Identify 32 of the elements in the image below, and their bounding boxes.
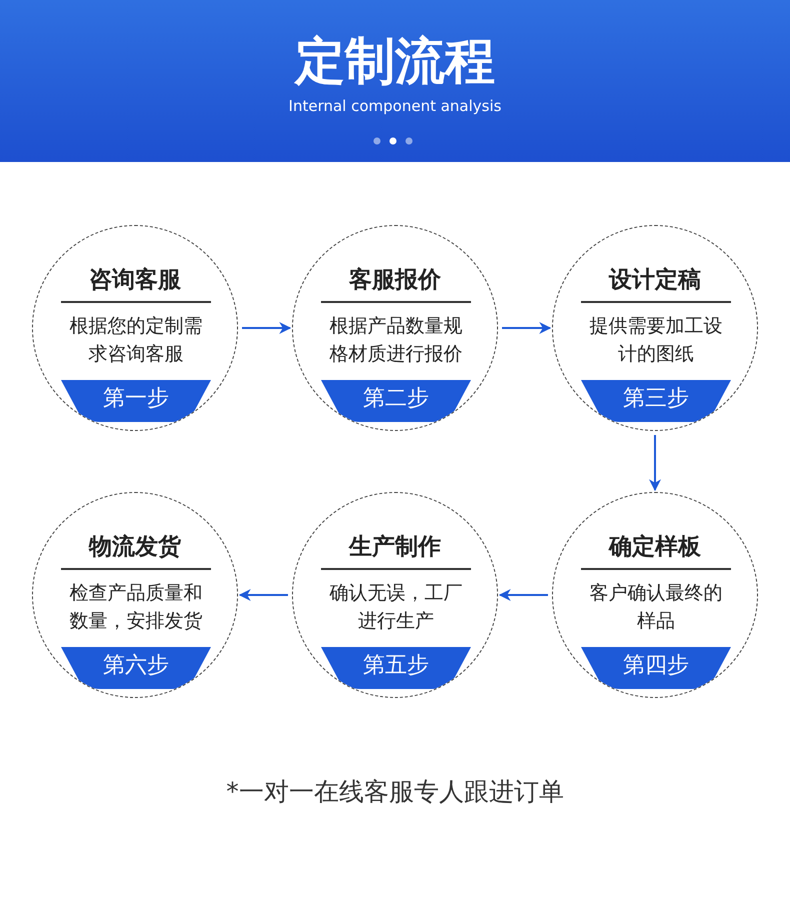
step-description: 确认无误，工厂进行生产 (329, 581, 463, 634)
step-heading: 咨询客服 (88, 266, 182, 295)
step-label: 第五步 (321, 647, 471, 689)
arrow (238, 589, 288, 601)
step-description: 根据您的定制需求咨询客服 (69, 314, 203, 367)
footnote: *一对一在线客服专人跟进订单 (225, 776, 565, 808)
arrow (649, 435, 661, 492)
step-label: 第六步 (61, 647, 211, 689)
step-description: 根据产品数量规格材质进行报价 (329, 314, 463, 367)
arrow (242, 322, 292, 334)
step-circle (552, 225, 758, 431)
arrow (502, 322, 552, 334)
step-heading: 客服报价 (348, 266, 442, 295)
step-label: 第一步 (61, 380, 211, 422)
step-description: 检查产品质量和数量，安排发货 (69, 581, 203, 634)
step-label: 第三步 (581, 380, 731, 422)
step-heading: 生产制作 (348, 533, 442, 562)
step-circle (32, 225, 238, 431)
arrow (498, 589, 548, 601)
step-circle (32, 492, 238, 698)
title: 定制流程 (293, 31, 496, 92)
step-circle (292, 492, 498, 698)
step-label: 第二步 (321, 380, 471, 422)
subtitle: Internal component analysis (288, 97, 502, 115)
step-description: 客户确认最终的样品 (589, 581, 723, 634)
step-heading: 确定样板 (607, 533, 702, 562)
step-description: 提供需要加工设计的图纸 (589, 314, 723, 367)
step-heading: 物流发货 (88, 533, 182, 562)
step-label: 第四步 (581, 647, 731, 689)
step-circle (552, 492, 758, 698)
step-heading: 设计定稿 (608, 266, 702, 295)
step-circle (292, 225, 498, 431)
